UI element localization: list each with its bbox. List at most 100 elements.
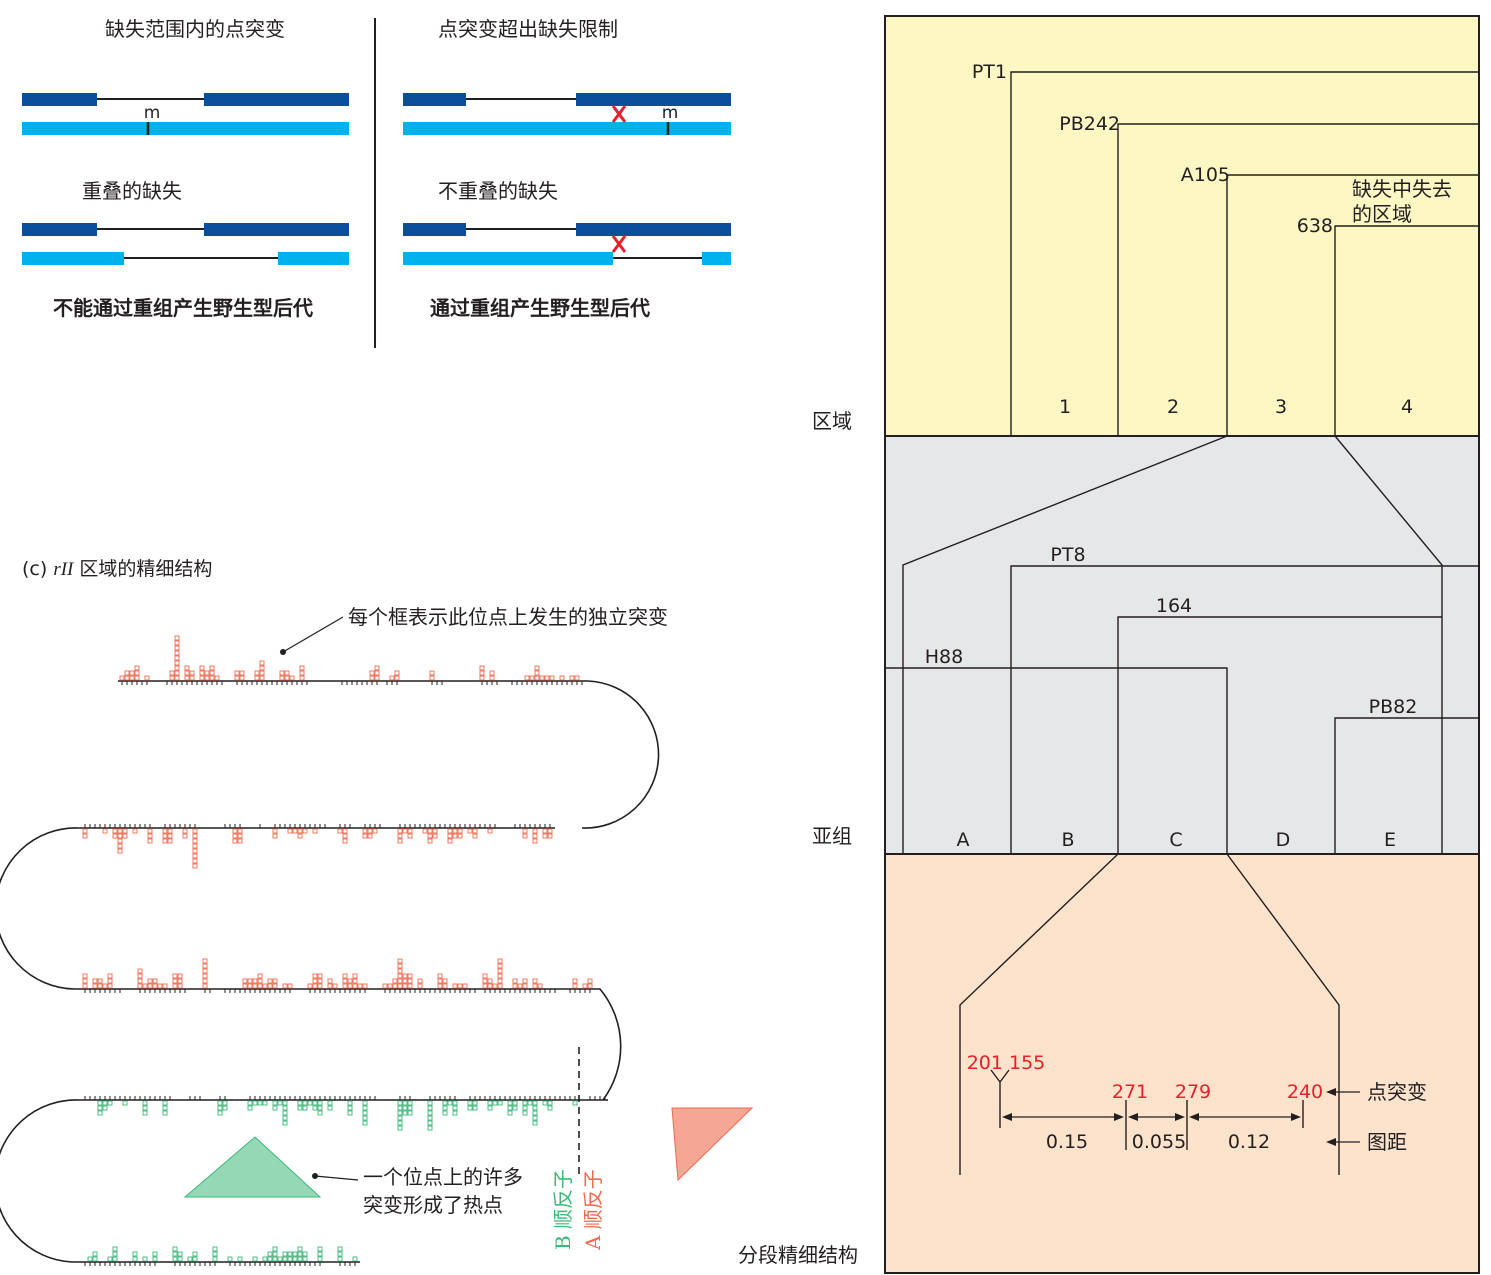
mutation-box: [402, 1105, 408, 1111]
mutation-box: [532, 978, 538, 984]
mutation-box: [134, 675, 140, 681]
mutation-box: [574, 675, 580, 681]
mutation-box: [479, 670, 485, 676]
arrowheads: [1002, 1113, 1301, 1121]
leader-dot: [312, 1173, 318, 1179]
mutation-box: [302, 1251, 308, 1257]
mutation-box: [427, 1120, 433, 1126]
mutation-box: [307, 983, 313, 989]
mutation-box: [397, 828, 403, 834]
mutation-box: [97, 1110, 103, 1116]
panel-nonoverlapping-deletions: 不重叠的缺失 通过重组产生野生型后代: [403, 179, 731, 320]
mutation-box: [252, 983, 258, 989]
lost-region-line1: 缺失中失去: [1352, 177, 1452, 201]
mutation-box: [507, 1100, 513, 1106]
hotspot-note-line1: 一个位点上的许多: [363, 1165, 523, 1189]
mutation-box: [282, 1256, 288, 1262]
mutation-box: [429, 675, 435, 681]
mutation-box: [132, 1256, 138, 1262]
mutation-box: [472, 828, 478, 834]
crossover-x-icon: [611, 235, 627, 253]
mutation-box: [534, 675, 540, 681]
mutation-box: [317, 1100, 323, 1106]
mutation-box: [137, 973, 143, 979]
mutation-box: [327, 978, 333, 984]
mutation-box: [162, 828, 168, 834]
mutation-box: [539, 675, 545, 681]
mutation-box: [272, 978, 278, 984]
map-distance-label: 图距: [1367, 1130, 1407, 1154]
mutation-box: [272, 828, 278, 834]
mutation-box: [452, 1105, 458, 1111]
mutation-box: [397, 1105, 403, 1111]
dark-strand-right: [204, 223, 349, 236]
mutation-box: [389, 675, 395, 681]
mutation-box: [542, 833, 548, 839]
mutation-box: [297, 1256, 303, 1262]
light-strand-left: [22, 252, 124, 265]
mutation-box: [254, 670, 260, 676]
mutation-box: [387, 983, 393, 989]
mutation-box: [102, 1100, 108, 1106]
mutation-box: [82, 833, 88, 839]
mutation-box: [392, 978, 398, 984]
mutation-box: [92, 983, 98, 989]
subgroup-brackets: [885, 435, 1479, 854]
mutation-box: [92, 1256, 98, 1262]
mutation-box: [342, 983, 348, 989]
mutation-box: [337, 1256, 343, 1262]
mutation-box: [297, 1105, 303, 1111]
mutation-box: [252, 978, 258, 984]
mutation-box: [367, 833, 373, 839]
mutation-box: [332, 983, 338, 989]
box-note-leader: [282, 616, 344, 653]
mutation-box: [162, 838, 168, 844]
mutation-box: [397, 1100, 403, 1106]
mutation-box: [232, 833, 238, 839]
mutation-box: [337, 1246, 343, 1252]
mutation-box: [312, 973, 318, 979]
mutation-box: [457, 828, 463, 834]
dark-strand-left: [403, 223, 466, 236]
mutation-box: [247, 1100, 253, 1106]
mutation-box: [397, 978, 403, 984]
panel2-title: 点突变超出缺失限制: [438, 17, 618, 41]
mutation-box: [302, 1100, 308, 1106]
mutation-box: [272, 1105, 278, 1111]
mutation-box: [447, 838, 453, 844]
mutation-box: [297, 828, 303, 834]
mutation-box: [117, 843, 123, 849]
mutation-box: [252, 1100, 258, 1106]
mutation-box: [417, 983, 423, 989]
mutation-box: [347, 1110, 353, 1116]
dark-strand-right: [204, 93, 349, 106]
mutation-box: [174, 640, 180, 646]
mutation-box: [362, 1100, 368, 1106]
mutation-box: [407, 828, 413, 834]
mutation-box: [537, 983, 543, 989]
mutation-box: [312, 983, 318, 989]
mutation-box: [174, 670, 180, 676]
mutation-box: [284, 675, 290, 681]
mutation-box: [427, 1100, 433, 1106]
mutation-box: [92, 978, 98, 984]
panel1-title: 缺失范围内的点突变: [105, 17, 285, 41]
mutation-box: [172, 973, 178, 979]
mutation-box: [522, 983, 528, 989]
mutation-box: [142, 1110, 148, 1116]
mutation-box: [287, 1256, 293, 1262]
panel-point-mutation-outside-deletion: 点突变超出缺失限制 m: [403, 17, 731, 135]
region-3: 3: [1275, 396, 1287, 418]
mutation-box: [312, 978, 318, 984]
mutation-box: [317, 1110, 323, 1116]
mutation-box: [432, 833, 438, 839]
mutation-box: [397, 833, 403, 839]
mutation-box: [367, 828, 373, 834]
mutation-box: [252, 1256, 258, 1262]
mutation-box: [134, 665, 140, 671]
mutation-box: [352, 973, 358, 979]
mutation-box: [549, 675, 555, 681]
mutation-box: [267, 1251, 273, 1257]
mutation-box: [302, 828, 308, 834]
mutation-box: [397, 963, 403, 969]
